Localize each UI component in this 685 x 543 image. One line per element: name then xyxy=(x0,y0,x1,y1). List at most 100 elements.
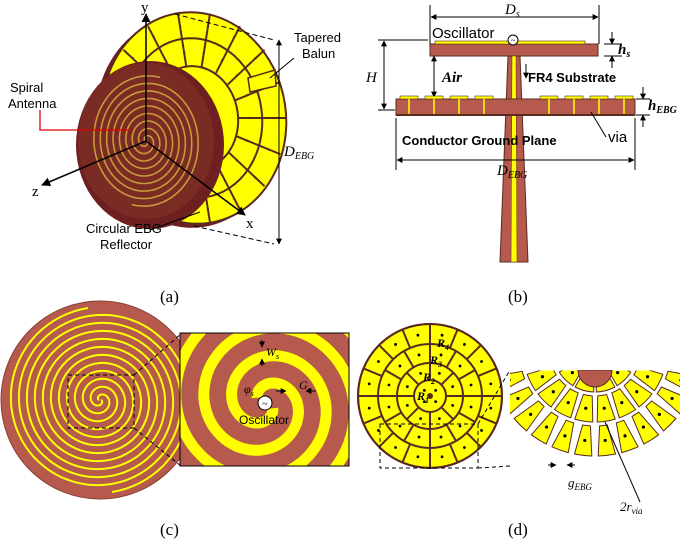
ebg-patches-side xyxy=(399,95,634,115)
ebg-zoom-via xyxy=(620,400,624,405)
ebg-zoom-center xyxy=(577,370,613,388)
ebg-zoom-cell xyxy=(537,378,567,408)
ebg-zoom-cell xyxy=(633,370,664,392)
ebg-via-dot xyxy=(419,417,423,421)
ebg-via-dot xyxy=(437,371,441,375)
ebg-cell-border xyxy=(458,369,476,381)
ebg3d-via xyxy=(245,94,248,97)
ebg3d-spoke xyxy=(234,134,281,156)
ebg-via-dot xyxy=(437,417,441,421)
ebg-cell-border xyxy=(448,443,459,463)
panel-d: R1 R2 R3 R4 2rvia gEBG (d) xyxy=(357,323,680,539)
label-ws: Ws xyxy=(266,345,279,361)
ebg-via-dot xyxy=(416,333,420,337)
axis-z-label: z xyxy=(32,184,39,200)
spiral-zoom xyxy=(180,333,349,466)
ebg-zoom-cell xyxy=(597,424,617,457)
ebg-patch-side xyxy=(424,95,444,100)
oscillator-zoom xyxy=(257,395,273,411)
label-oscillator-c: Oscillator xyxy=(239,413,289,427)
oscillator-zoom-wave: ~ xyxy=(262,399,268,410)
spiral-arm-zoom-2 xyxy=(180,333,349,466)
ebg-cell-border xyxy=(363,414,383,425)
ebg-cell-border xyxy=(445,424,457,442)
ebg-cell-border xyxy=(384,411,402,423)
ebg-cells-top xyxy=(357,323,503,469)
ebg-via-dot xyxy=(463,343,466,346)
ebg-cell-border xyxy=(458,411,476,423)
ebg-via-dot xyxy=(469,405,473,409)
ebg-via-dot xyxy=(463,446,466,449)
caption-d: (d) xyxy=(508,520,528,539)
label-debg-b: DEBG xyxy=(496,163,527,181)
ebg-zoom-via xyxy=(563,434,567,438)
axis-y-label: y xyxy=(141,0,149,16)
ebg3d-via xyxy=(220,59,224,63)
label-gebg: gEBG xyxy=(568,475,592,492)
ebg3d-via xyxy=(206,208,210,211)
ebg-via-dot xyxy=(387,383,391,387)
ebg-via-dot xyxy=(489,406,493,410)
ebg-zoom-cell xyxy=(645,400,677,432)
ebg-zoom-cell xyxy=(596,393,616,423)
ebg-zoom-via xyxy=(652,358,655,361)
ebg-zoom-cell xyxy=(526,370,557,392)
feed-strip xyxy=(510,55,518,263)
axis-z-line xyxy=(41,140,147,186)
zoom-line-c2 xyxy=(133,427,182,467)
ebg-zoom-via xyxy=(516,396,520,401)
caption-b: (b) xyxy=(508,287,528,306)
ebg-via-dot xyxy=(440,455,444,459)
ebg-via-dot xyxy=(434,388,438,392)
ebg-via-dot xyxy=(458,364,462,368)
ebg-zoom-cell xyxy=(510,386,534,415)
ebg-via-dot xyxy=(405,385,409,389)
spiral-pointer xyxy=(39,110,130,131)
zoom-box-c xyxy=(67,374,135,429)
ebg3d-via xyxy=(183,51,186,55)
ebg-cell-border xyxy=(466,432,482,448)
spiral-arm-3d-1 xyxy=(99,82,199,207)
via-pointer xyxy=(590,111,607,138)
ebg3d-via xyxy=(232,36,236,39)
ebg3d-via xyxy=(245,139,248,142)
ebg-zoom-cell xyxy=(557,370,559,371)
ebg-via-dot xyxy=(377,360,380,363)
ebg-zoom-cell xyxy=(664,370,680,388)
label-debg-a: DEBG xyxy=(283,144,314,162)
ebg-via-dot xyxy=(439,353,443,357)
ebg-zoom-cell xyxy=(525,370,528,371)
ebg-zoom-via xyxy=(535,358,538,361)
ebg-patch-side xyxy=(589,95,609,100)
oscillator-wave: ~ xyxy=(511,36,516,45)
ebg-zoom-via xyxy=(635,390,639,394)
ebg-zoom-via xyxy=(583,438,587,443)
ebg-zoom xyxy=(510,358,680,466)
ebg-zoom-via xyxy=(510,378,511,382)
ebg-via-dot xyxy=(469,383,473,387)
ebg-patch-side xyxy=(614,95,634,100)
spiral-arm-top-2 xyxy=(17,313,191,493)
ebg3d-spoke xyxy=(227,49,266,86)
label-hebg: hEBG xyxy=(648,98,678,116)
zoom-line-d1 xyxy=(477,369,511,425)
ebg3d-via xyxy=(206,25,210,28)
ebg-via-dot xyxy=(398,364,402,368)
ebg-via-dot xyxy=(451,403,455,407)
ebg-zoom-via xyxy=(603,438,607,443)
ebg-cell-border xyxy=(405,406,420,421)
label-r4: R4 xyxy=(436,336,449,352)
ebg-zoom-via xyxy=(551,390,555,394)
ebg-zoom-cell xyxy=(553,388,579,419)
ebg-zoom-via xyxy=(540,375,545,379)
ebg-via-dot xyxy=(394,446,397,449)
ebg-via-dot xyxy=(480,429,483,432)
ebg-via-dot xyxy=(458,424,462,428)
ebg3d-via xyxy=(254,57,257,60)
ebg3d-via xyxy=(202,51,205,55)
zoom-line-c1 xyxy=(133,333,182,376)
ebg-zoom-cell xyxy=(607,370,632,387)
dim-guide-top xyxy=(174,13,275,41)
ebg-via-dot xyxy=(440,333,444,337)
